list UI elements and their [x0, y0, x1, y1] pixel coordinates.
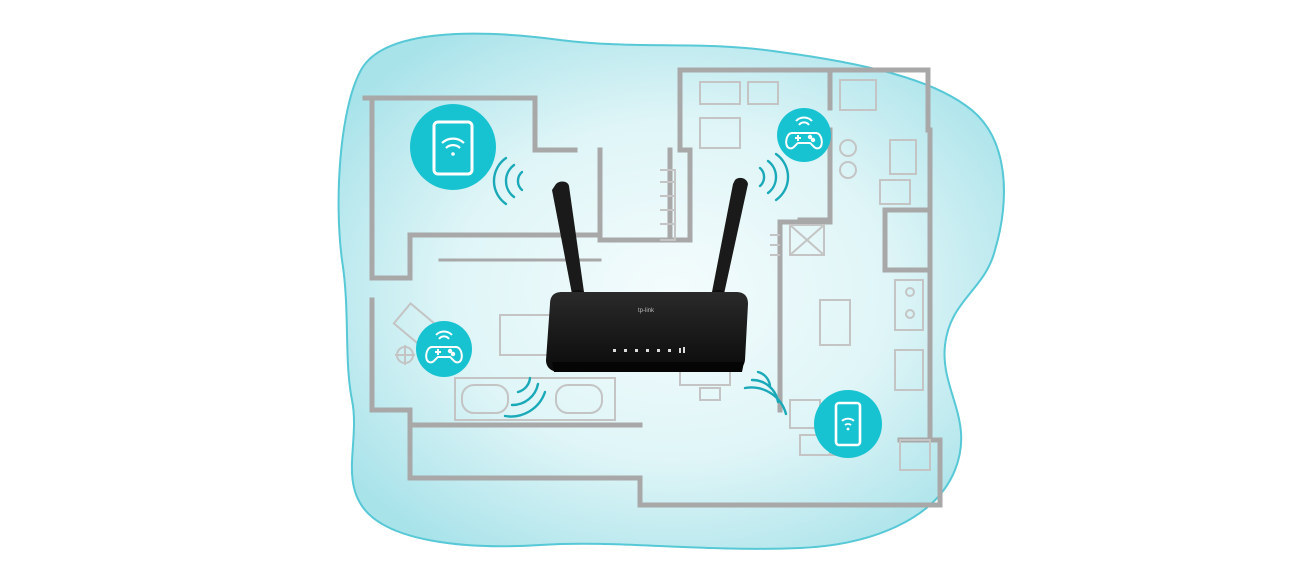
smartphone-device-badge[interactable]: [814, 390, 882, 458]
gamepad-wifi-icon: [425, 330, 463, 364]
tablet-device-badge[interactable]: [410, 104, 496, 190]
router: tp-link: [546, 177, 748, 372]
router-brand-logo: tp-link: [638, 308, 655, 314]
tablet-wifi-icon: [432, 120, 474, 176]
gamepad-device-badge-left[interactable]: [416, 321, 472, 377]
smartphone-wifi-icon: [834, 401, 862, 447]
router-antenna-left: [552, 181, 584, 294]
gamepad-device-badge-top[interactable]: [777, 108, 831, 162]
router-status-leds: [613, 347, 685, 353]
router-body: [546, 292, 748, 372]
gamepad-wifi-icon: [785, 116, 823, 150]
signal-waves: [492, 152, 790, 418]
floor-plan: [362, 67, 943, 508]
router-antenna-right: [712, 177, 748, 294]
